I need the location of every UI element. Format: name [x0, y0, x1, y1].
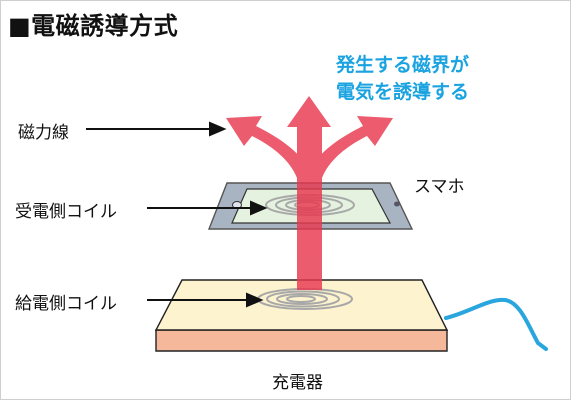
label-magnetic-lines: 磁力線 [18, 123, 69, 143]
pointer-arrows [86, 121, 268, 308]
label-smartphone: スマホ [414, 177, 465, 197]
label-charger: 充電器 [272, 373, 323, 393]
smartphone-side-button [394, 201, 400, 207]
charger-cable [444, 297, 548, 351]
page-title: ■電磁誘導方式 [8, 12, 179, 40]
label-transmitter-coil: 給電側コイル [15, 294, 117, 314]
magnetic-field-arrow [226, 96, 393, 290]
field-annotation-line-1: 発生する磁界が [336, 54, 470, 76]
charger-top [154, 279, 449, 331]
field-annotation: 発生する磁界が 電気を誘導する [336, 52, 469, 106]
label-receiver-coil: 受電側コイル [15, 202, 117, 222]
field-annotation-line-2: 電気を誘導する [336, 81, 470, 103]
charger-side [155, 329, 448, 352]
